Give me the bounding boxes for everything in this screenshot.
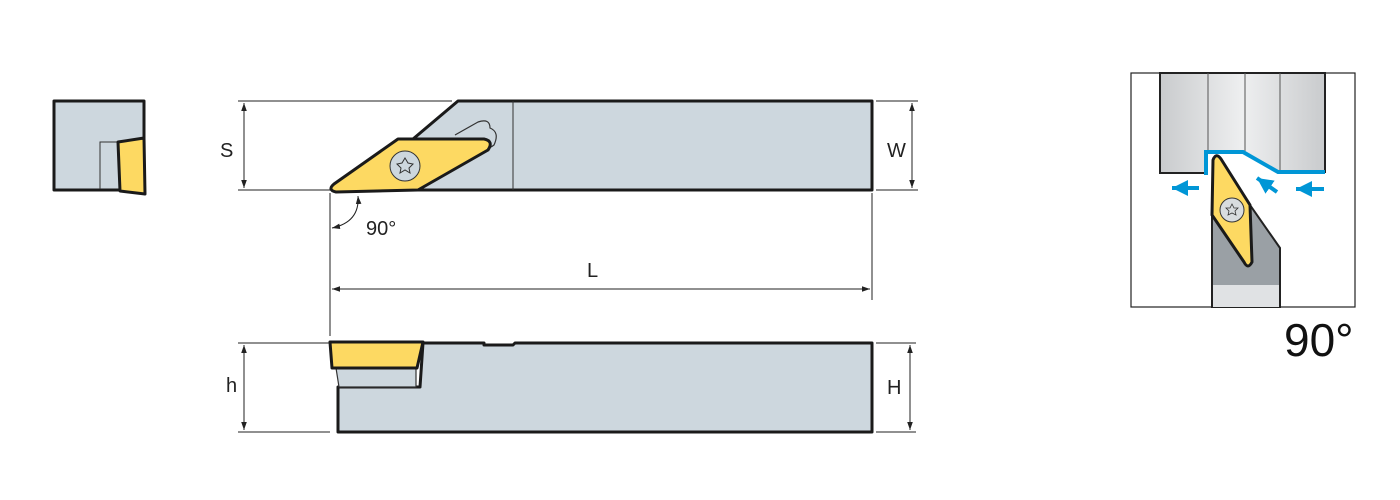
insert [328,340,425,370]
side-view: h H [226,340,916,434]
top-view: S W 90° L [220,99,918,336]
dim-angle: 90° [366,218,396,240]
dim-W: W [887,140,906,162]
screw [1219,197,1245,223]
feed-arrow-diagonal-icon [1255,176,1279,194]
application-inset: 90° [1130,72,1356,366]
dim-H: H [887,377,901,399]
shim [335,367,417,388]
machined-profile [1204,150,1325,175]
torx-icon [1225,203,1239,216]
dim-L: L [587,260,598,282]
dim-S: S [220,140,233,162]
dim-h: h [226,375,237,397]
screw [389,150,421,182]
approach-angle-label: 90° [1284,314,1354,366]
torx-icon [395,157,415,175]
end-view [52,99,147,196]
